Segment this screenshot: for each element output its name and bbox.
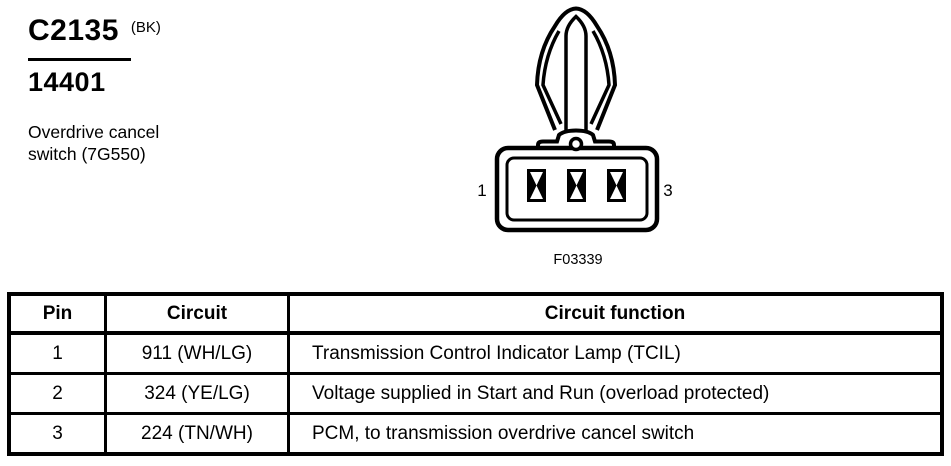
function-cell: Voltage supplied in Start and Run (overl… <box>287 372 944 415</box>
circuit-cell: 911 (WH/LG) <box>104 331 290 375</box>
pin-1-label: 1 <box>477 181 486 200</box>
connector-diagram-icon: 1 3 F03339 <box>477 6 673 268</box>
table-row: 3 224 (TN/WH) PCM, to transmission overd… <box>7 412 944 456</box>
pin-cell: 2 <box>7 372 107 415</box>
table-row: 1 911 (WH/LG) Transmission Control Indic… <box>7 331 944 375</box>
connector-body-inner <box>505 156 649 222</box>
title-underline-rule <box>28 58 131 61</box>
pinout-table: Pin Circuit Circuit function 1 911 (WH/L… <box>7 292 944 456</box>
title-block: C2135 (BK) 14401 Overdrive cancel switch… <box>28 16 161 165</box>
pinout-table-body: 1 911 (WH/LG) Transmission Control Indic… <box>7 331 944 456</box>
connector-description: Overdrive cancel switch (7G550) <box>28 122 161 165</box>
description-line-1: Overdrive cancel <box>28 122 160 142</box>
pinout-table-container: Pin Circuit Circuit function 1 911 (WH/L… <box>7 292 944 456</box>
pinout-table-header: Pin Circuit Circuit function <box>7 292 944 335</box>
pin-column-header: Pin <box>7 292 107 335</box>
function-cell: PCM, to transmission overdrive cancel sw… <box>287 412 944 456</box>
circuit-cell: 224 (TN/WH) <box>104 412 290 456</box>
function-cell: Transmission Control Indicator Lamp (TCI… <box>287 331 944 375</box>
pin-slot-1 <box>527 169 546 202</box>
pin-slot-2 <box>567 169 586 202</box>
figure-caption: F03339 <box>553 252 602 268</box>
circuit-function-column-header: Circuit function <box>287 292 944 335</box>
table-row: 2 324 (YE/LG) Voltage supplied in Start … <box>7 372 944 415</box>
pin-slot-3 <box>607 169 626 202</box>
pedestal-hole <box>568 136 584 152</box>
circuit-column-header: Circuit <box>104 292 290 335</box>
pin-cell: 3 <box>7 412 107 456</box>
clip-center-stem <box>564 14 588 134</box>
pin-cell: 1 <box>7 331 107 375</box>
connector-color-code: (BK) <box>130 19 161 36</box>
connector-title-row: C2135 (BK) <box>28 16 161 46</box>
connector-figure: 1 3 F03339 <box>470 5 680 275</box>
circuit-cell: 324 (YE/LG) <box>104 372 290 415</box>
header-row: Pin Circuit Circuit function <box>7 292 944 335</box>
connector-id: C2135 <box>28 14 119 47</box>
pin-3-label: 3 <box>663 181 672 200</box>
part-number: 14401 <box>28 67 106 97</box>
description-line-2: switch (7G550) <box>28 143 146 164</box>
clip-right-wing-line <box>589 30 611 125</box>
clip-left-wing-line <box>541 30 563 125</box>
